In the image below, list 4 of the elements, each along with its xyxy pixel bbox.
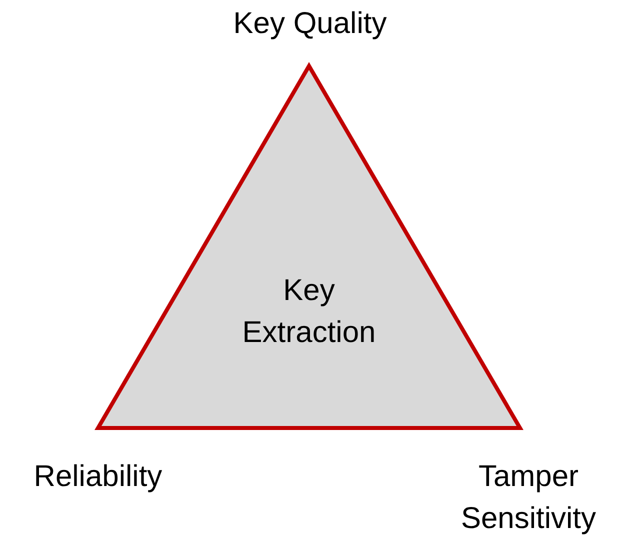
vertex-label: Reliability <box>32 459 164 495</box>
triangle-label: Key Extraction <box>241 273 377 351</box>
vertex-label: Key Quality <box>232 6 388 42</box>
vertex-label: Tamper Sensitivity <box>460 459 598 537</box>
